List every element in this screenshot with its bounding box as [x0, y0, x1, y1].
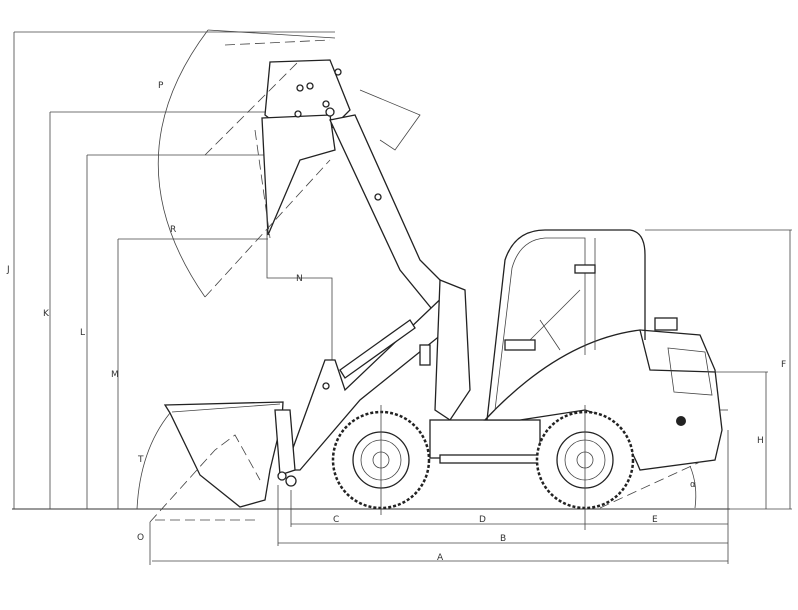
- operator-cab: [486, 229, 646, 421]
- dim-label-h: H: [757, 436, 764, 446]
- rear-wheel: [535, 405, 635, 530]
- dim-label-d: D: [479, 515, 486, 525]
- front-wheel: [331, 405, 431, 515]
- departure-angle: [599, 461, 701, 509]
- dim-label-p: P: [158, 81, 164, 91]
- dim-label-alpha: α: [690, 480, 696, 490]
- rear-body: [483, 317, 728, 471]
- raised-bucket: [157, 29, 351, 298]
- length-dimensions: [152, 430, 729, 564]
- dim-label-m: M: [111, 370, 119, 380]
- height-dimensions: [13, 31, 335, 565]
- dim-label-o: O: [137, 533, 144, 543]
- dim-label-j: J: [6, 265, 10, 275]
- dim-label-e: E: [652, 515, 658, 525]
- dim-label-t: T: [137, 455, 144, 465]
- dim-label-b: B: [500, 534, 506, 544]
- dim-label-r: R: [170, 225, 176, 235]
- dim-label-l: L: [80, 328, 85, 338]
- right-dimensions: [645, 229, 792, 510]
- dim-label-a: A: [437, 553, 444, 563]
- dim-label-f: F: [781, 360, 786, 370]
- dim-label-n: N: [296, 274, 303, 284]
- dim-label-c: C: [333, 515, 339, 525]
- rear-light: [676, 416, 686, 426]
- lowered-bucket: [136, 401, 284, 523]
- dim-label-k: K: [43, 309, 50, 319]
- chassis: [429, 279, 541, 464]
